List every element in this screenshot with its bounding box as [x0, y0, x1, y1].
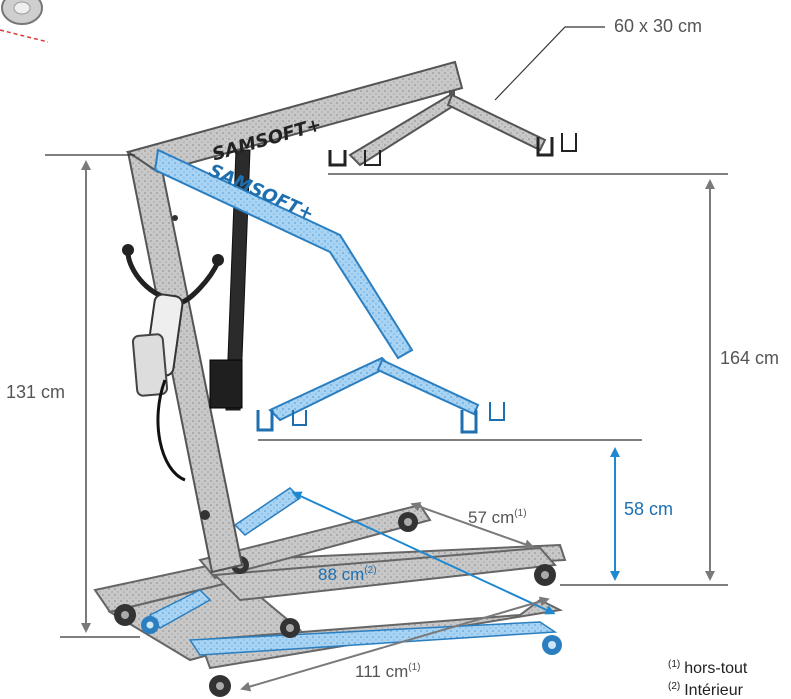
corner-wheel-icon — [0, 0, 49, 43]
actuator — [209, 149, 251, 411]
wheel-icon — [280, 618, 300, 638]
max-height-label: 164 cm — [720, 348, 779, 368]
lowered-spreader-bar — [256, 356, 505, 434]
footnote-2: (2)Intérieur — [668, 681, 744, 699]
boom-width-label: 60 x 30 cm — [614, 16, 702, 36]
wheel-icon — [141, 616, 159, 634]
base-length-label: 111 cm(1) — [355, 662, 420, 681]
hand-control-remote — [131, 293, 186, 482]
wheel-icon — [114, 604, 136, 626]
wheel-icon — [398, 512, 418, 532]
wheel-icon — [542, 635, 562, 655]
min-height-label: 58 cm — [624, 499, 673, 519]
mast-height-label: 131 cm — [6, 382, 65, 402]
wheel-icon — [534, 564, 556, 586]
leg-diagonal-dimension — [291, 491, 556, 615]
top-spreader-bar — [328, 90, 577, 167]
leg-diagonal-label: 88 cm(2) — [318, 565, 377, 584]
footnote-1: (1)hors-tout — [668, 659, 748, 677]
base-length-dimension — [240, 596, 550, 692]
wheel-icon — [209, 675, 231, 697]
leg-spacing-label: 57 cm(1) — [468, 508, 527, 527]
boom-width-leader — [494, 26, 605, 101]
